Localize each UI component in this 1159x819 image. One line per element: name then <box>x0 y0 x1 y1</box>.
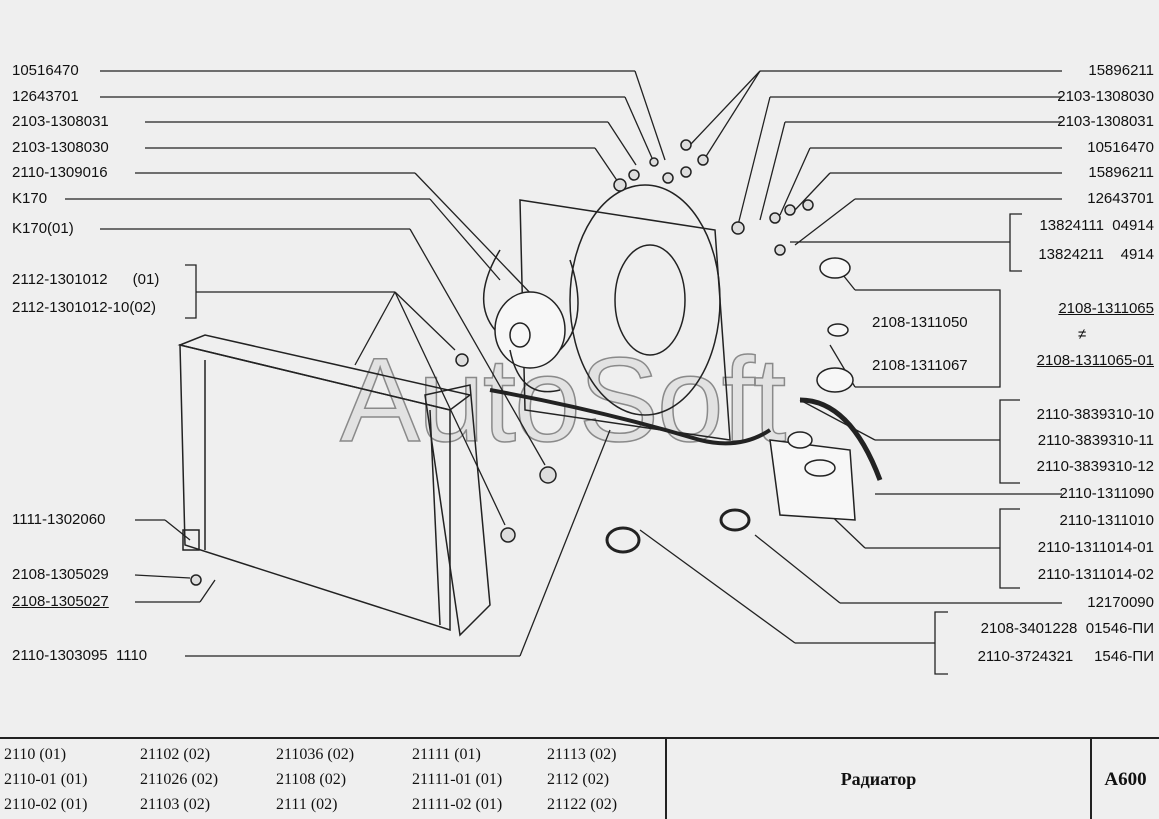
left-label: 2112-1301012-10(02) <box>12 299 157 316</box>
left-label: 2110-1309016 <box>12 164 108 181</box>
right-label: 2108-1311065-01 <box>1036 352 1154 369</box>
right-label: 2108-1311065 <box>1058 300 1154 317</box>
radiator <box>177 334 491 637</box>
right-label: 15896211 <box>1088 62 1154 79</box>
expansion-tank <box>489 257 883 554</box>
left-label: 2112-1301012 (01) <box>12 271 160 288</box>
model-cell: 21111 (01) <box>412 746 481 763</box>
right-label: 13824211 4914 <box>1038 246 1154 263</box>
model-cell: 211036 (02) <box>276 746 355 763</box>
right-label: 2108-1311050 <box>872 314 968 331</box>
right-label: 12643701 <box>1087 190 1154 207</box>
right-label: 2110-1311014-01 <box>1037 539 1154 556</box>
divider <box>1090 739 1092 819</box>
fan-shroud <box>483 184 731 441</box>
right-label: 2110-3724321 1546-ПИ <box>977 648 1154 665</box>
right-label: 2108-3401228 01546-ПИ <box>980 620 1154 637</box>
divider <box>665 739 667 819</box>
fasteners <box>190 139 814 586</box>
left-label: K170 <box>12 190 48 207</box>
left-label: 10516470 <box>12 62 79 79</box>
right-label: 15896211 <box>1088 164 1154 181</box>
left-label: K170(01) <box>12 220 74 237</box>
right-label: 2110-3839310-12 <box>1036 458 1154 475</box>
right-label: 2110-3839310-11 <box>1037 432 1154 449</box>
left-label: 1111-1302060 <box>12 511 106 528</box>
right-label: 2110-1311014-02 <box>1037 566 1154 583</box>
left-label: 12643701 <box>12 88 79 105</box>
left-label: 2108-1305027 <box>12 593 109 610</box>
model-cell: 21113 (02) <box>547 746 617 763</box>
title-block: 2110 (01) 21102 (02) 211036 (02) 21111 (… <box>0 737 1159 819</box>
left-label: 2110-1303095 1110 <box>12 647 148 664</box>
model-cell: 21111-02 (01) <box>412 796 503 813</box>
model-cell: 2110-02 (01) <box>4 796 88 813</box>
left-label: 2108-1305029 <box>12 566 109 583</box>
model-cell: 211026 (02) <box>140 771 219 788</box>
model-cell: 2110-01 (01) <box>4 771 88 788</box>
right-label: 2103-1308031 <box>1057 113 1154 130</box>
right-label: 13824111 04914 <box>1039 217 1154 234</box>
model-cell: 21111-01 (01) <box>412 771 503 788</box>
diagram-code: A600 <box>1104 769 1147 790</box>
right-label: 2108-1311067 <box>872 357 968 374</box>
model-cell: 21108 (02) <box>276 771 347 788</box>
left-label: 2103-1308030 <box>12 139 109 156</box>
right-label: 2110-1311010 <box>1059 512 1154 529</box>
left-label: 2103-1308031 <box>12 113 109 130</box>
model-cell: 2112 (02) <box>547 771 610 788</box>
not-equal-sign: ≠ <box>1078 326 1087 343</box>
right-label: 10516470 <box>1087 139 1154 156</box>
model-cell: 21103 (02) <box>140 796 211 813</box>
model-cell: 21122 (02) <box>547 796 618 813</box>
diagram-title: Радиатор <box>840 769 917 789</box>
right-label: 2110-3839310-10 <box>1036 406 1154 423</box>
model-cell: 21102 (02) <box>140 746 211 763</box>
leader-lines <box>65 70 1062 675</box>
right-label: 2103-1308030 <box>1057 88 1154 105</box>
right-label: 12170090 <box>1087 594 1154 611</box>
radiator-assembly-drawing <box>65 70 1062 675</box>
model-cell: 2110 (01) <box>4 746 67 763</box>
right-label: 2110-1311090 <box>1059 485 1154 502</box>
model-cell: 2111 (02) <box>276 796 338 813</box>
